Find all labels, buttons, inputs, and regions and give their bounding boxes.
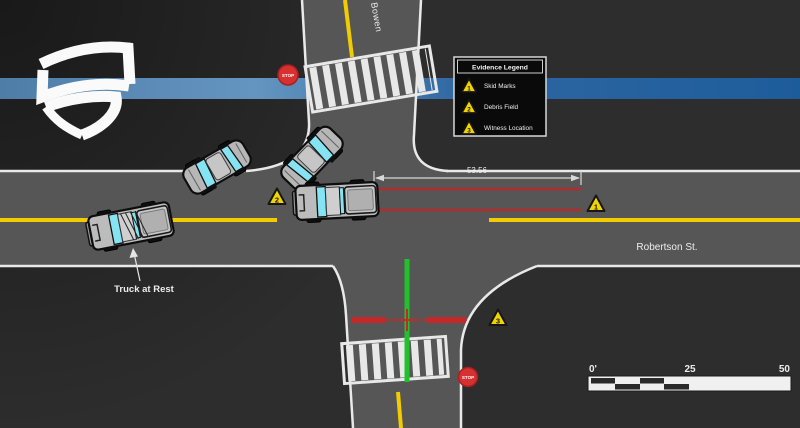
scale-mid: 25 [684,364,696,375]
svg-text:3: 3 [467,128,471,135]
svg-text:2: 2 [275,196,279,205]
shield-logo [36,41,136,141]
stop-sign-north: STOP [277,64,299,86]
svg-text:STOP: STOP [282,73,294,78]
road-south-bowen [333,266,537,428]
crosswalk-south [340,334,450,386]
svg-text:Witness Location: Witness Location [484,125,533,132]
svg-text:Skid Marks: Skid Marks [484,83,516,90]
road-north-bowen [245,0,448,172]
legend-item-witness-location: 3 Witness Location [460,119,533,135]
scale-start: 0' [589,364,597,375]
debris-marks [351,309,467,331]
pickup-at-rest [82,197,177,256]
marker-skid-end-triangle: 1 [586,194,606,212]
marker-witness-triangle: 3 [488,308,508,326]
svg-text:1: 1 [467,86,471,93]
evidence-legend: Evidence Legend 1 Skid Marks 2 Debris Fi… [453,56,547,137]
truck-at-rest-callout: Truck at Rest [114,248,175,295]
scale-bar: 0' 25 50 [587,364,792,392]
svg-text:3: 3 [496,317,500,326]
stop-sign-south: STOP [457,366,479,388]
skid-marks [366,187,581,212]
legend-item-skid-marks: 1 Skid Marks [460,77,516,93]
legend-title: Evidence Legend [472,65,528,72]
measurement-label: 53.56 [467,166,488,175]
street-label-robertson: Robertson St. [636,242,697,253]
svg-text:2: 2 [467,107,471,114]
dimension-line [373,171,582,185]
svg-text:STOP: STOP [462,375,474,380]
pickup-skidding [290,177,381,225]
crosswalk-north [303,44,439,114]
scale-end: 50 [779,364,791,375]
svg-text:Debris Field: Debris Field [484,104,519,111]
svg-text:1: 1 [594,203,598,212]
truck-at-rest-label: Truck at Rest [114,284,174,295]
legend-item-debris-field: 2 Debris Field [460,98,519,114]
marker-debris-triangle: 2 [267,187,287,205]
